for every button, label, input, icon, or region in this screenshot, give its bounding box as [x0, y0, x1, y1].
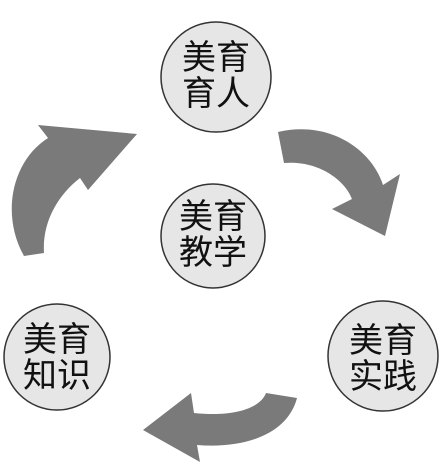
node-circle	[3, 303, 111, 411]
curved-arrow-right-to-left	[143, 393, 297, 462]
node-beauty-education-cultivation: 美育 育人	[160, 21, 272, 133]
node-label-line1: 美育	[23, 320, 91, 360]
node-circle	[160, 21, 272, 133]
node-beauty-education-knowledge: 美育 知识	[3, 303, 111, 411]
node-label-line1: 美育	[182, 38, 250, 78]
curved-arrow-left-to-top	[11, 125, 138, 256]
node-beauty-education-practice: 美育 实践	[327, 300, 439, 412]
node-label-line2: 教学	[179, 233, 247, 273]
node-label-line2: 实践	[349, 357, 417, 397]
node-beauty-education-teaching: 美育 教学	[160, 183, 266, 289]
node-label-line1: 美育	[349, 321, 417, 361]
node-label-line2: 知识	[23, 356, 91, 396]
curved-arrow-top-to-right	[278, 129, 400, 236]
node-label-line1: 美育	[179, 197, 247, 237]
node-label-line2: 育人	[182, 74, 250, 114]
node-circle	[327, 300, 439, 412]
node-circle	[160, 183, 266, 289]
